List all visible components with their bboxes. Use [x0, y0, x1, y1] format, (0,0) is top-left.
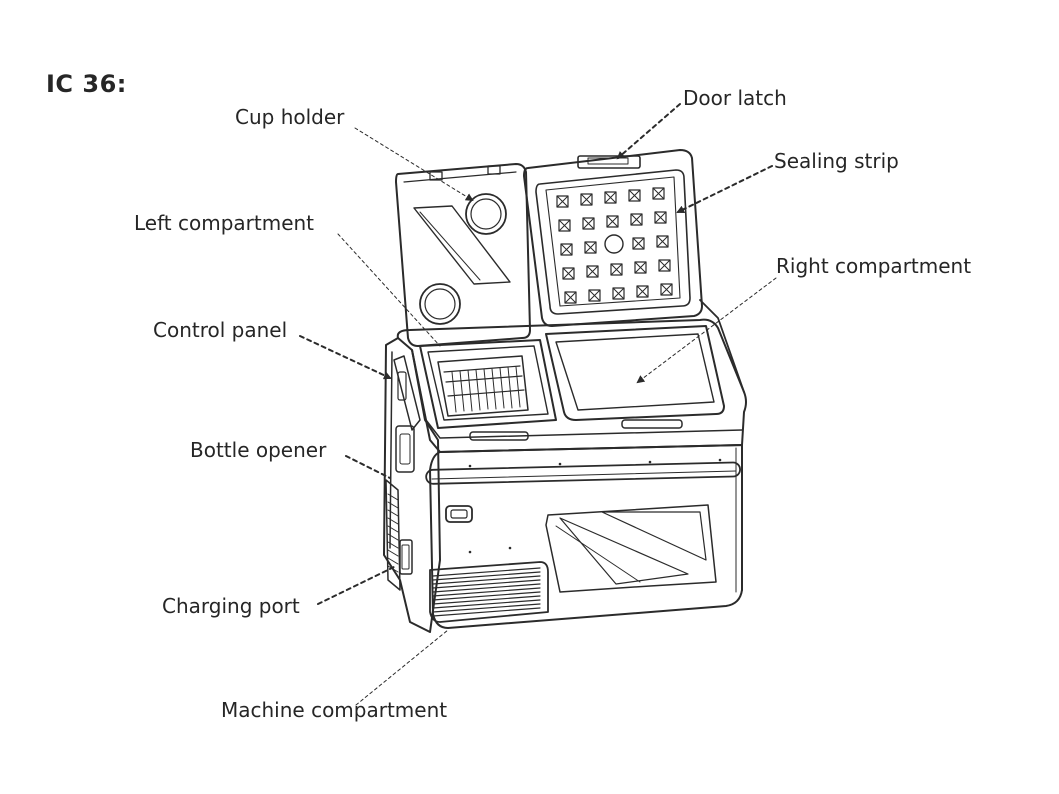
cup-holder-top: [465, 193, 507, 235]
leader-right-compartment: [636, 277, 777, 384]
leader-door-latch: [616, 103, 681, 160]
leader-cup-holder: [354, 127, 474, 202]
model-title: IC 36:: [46, 70, 127, 98]
leader-bottle-opener: [345, 455, 391, 479]
charging-port-socket: [399, 539, 413, 575]
label-cup-holder: Cup holder: [235, 105, 345, 129]
label-control-panel: Control panel: [153, 318, 288, 342]
left-lid: [395, 163, 531, 347]
leader-lines: [337, 127, 777, 706]
door-latch-shape: [577, 155, 641, 169]
right-compartment-opening: [545, 325, 725, 429]
side-vent: [385, 479, 413, 591]
cup-holder-bottom: [419, 283, 461, 325]
leader-control-panel: [299, 335, 392, 380]
sealing-strip-outline: [535, 169, 691, 315]
machine-compartment-vent: [429, 561, 549, 623]
label-bottle-opener: Bottle opener: [190, 438, 327, 462]
right-lid: [523, 149, 703, 327]
left-compartment-opening: [419, 339, 557, 441]
label-charging-port: Charging port: [162, 594, 300, 618]
leader-left-compartment: [337, 233, 441, 347]
lid-vent-grid: [556, 187, 673, 304]
bottle-opener: [445, 505, 473, 523]
label-sealing-strip: Sealing strip: [774, 149, 899, 173]
leader-sealing-strip: [676, 165, 773, 213]
label-door-latch: Door latch: [683, 86, 787, 110]
label-left-compartment: Left compartment: [134, 211, 315, 235]
label-machine-compartment: Machine compartment: [221, 698, 448, 722]
label-right-compartment: Right compartment: [776, 254, 972, 278]
leader-charging-port: [317, 565, 397, 605]
bold-leader-lines: [299, 103, 773, 605]
fridge-body: [383, 299, 747, 633]
leader-machine-compartment: [355, 629, 449, 706]
control-panel: [393, 355, 421, 473]
